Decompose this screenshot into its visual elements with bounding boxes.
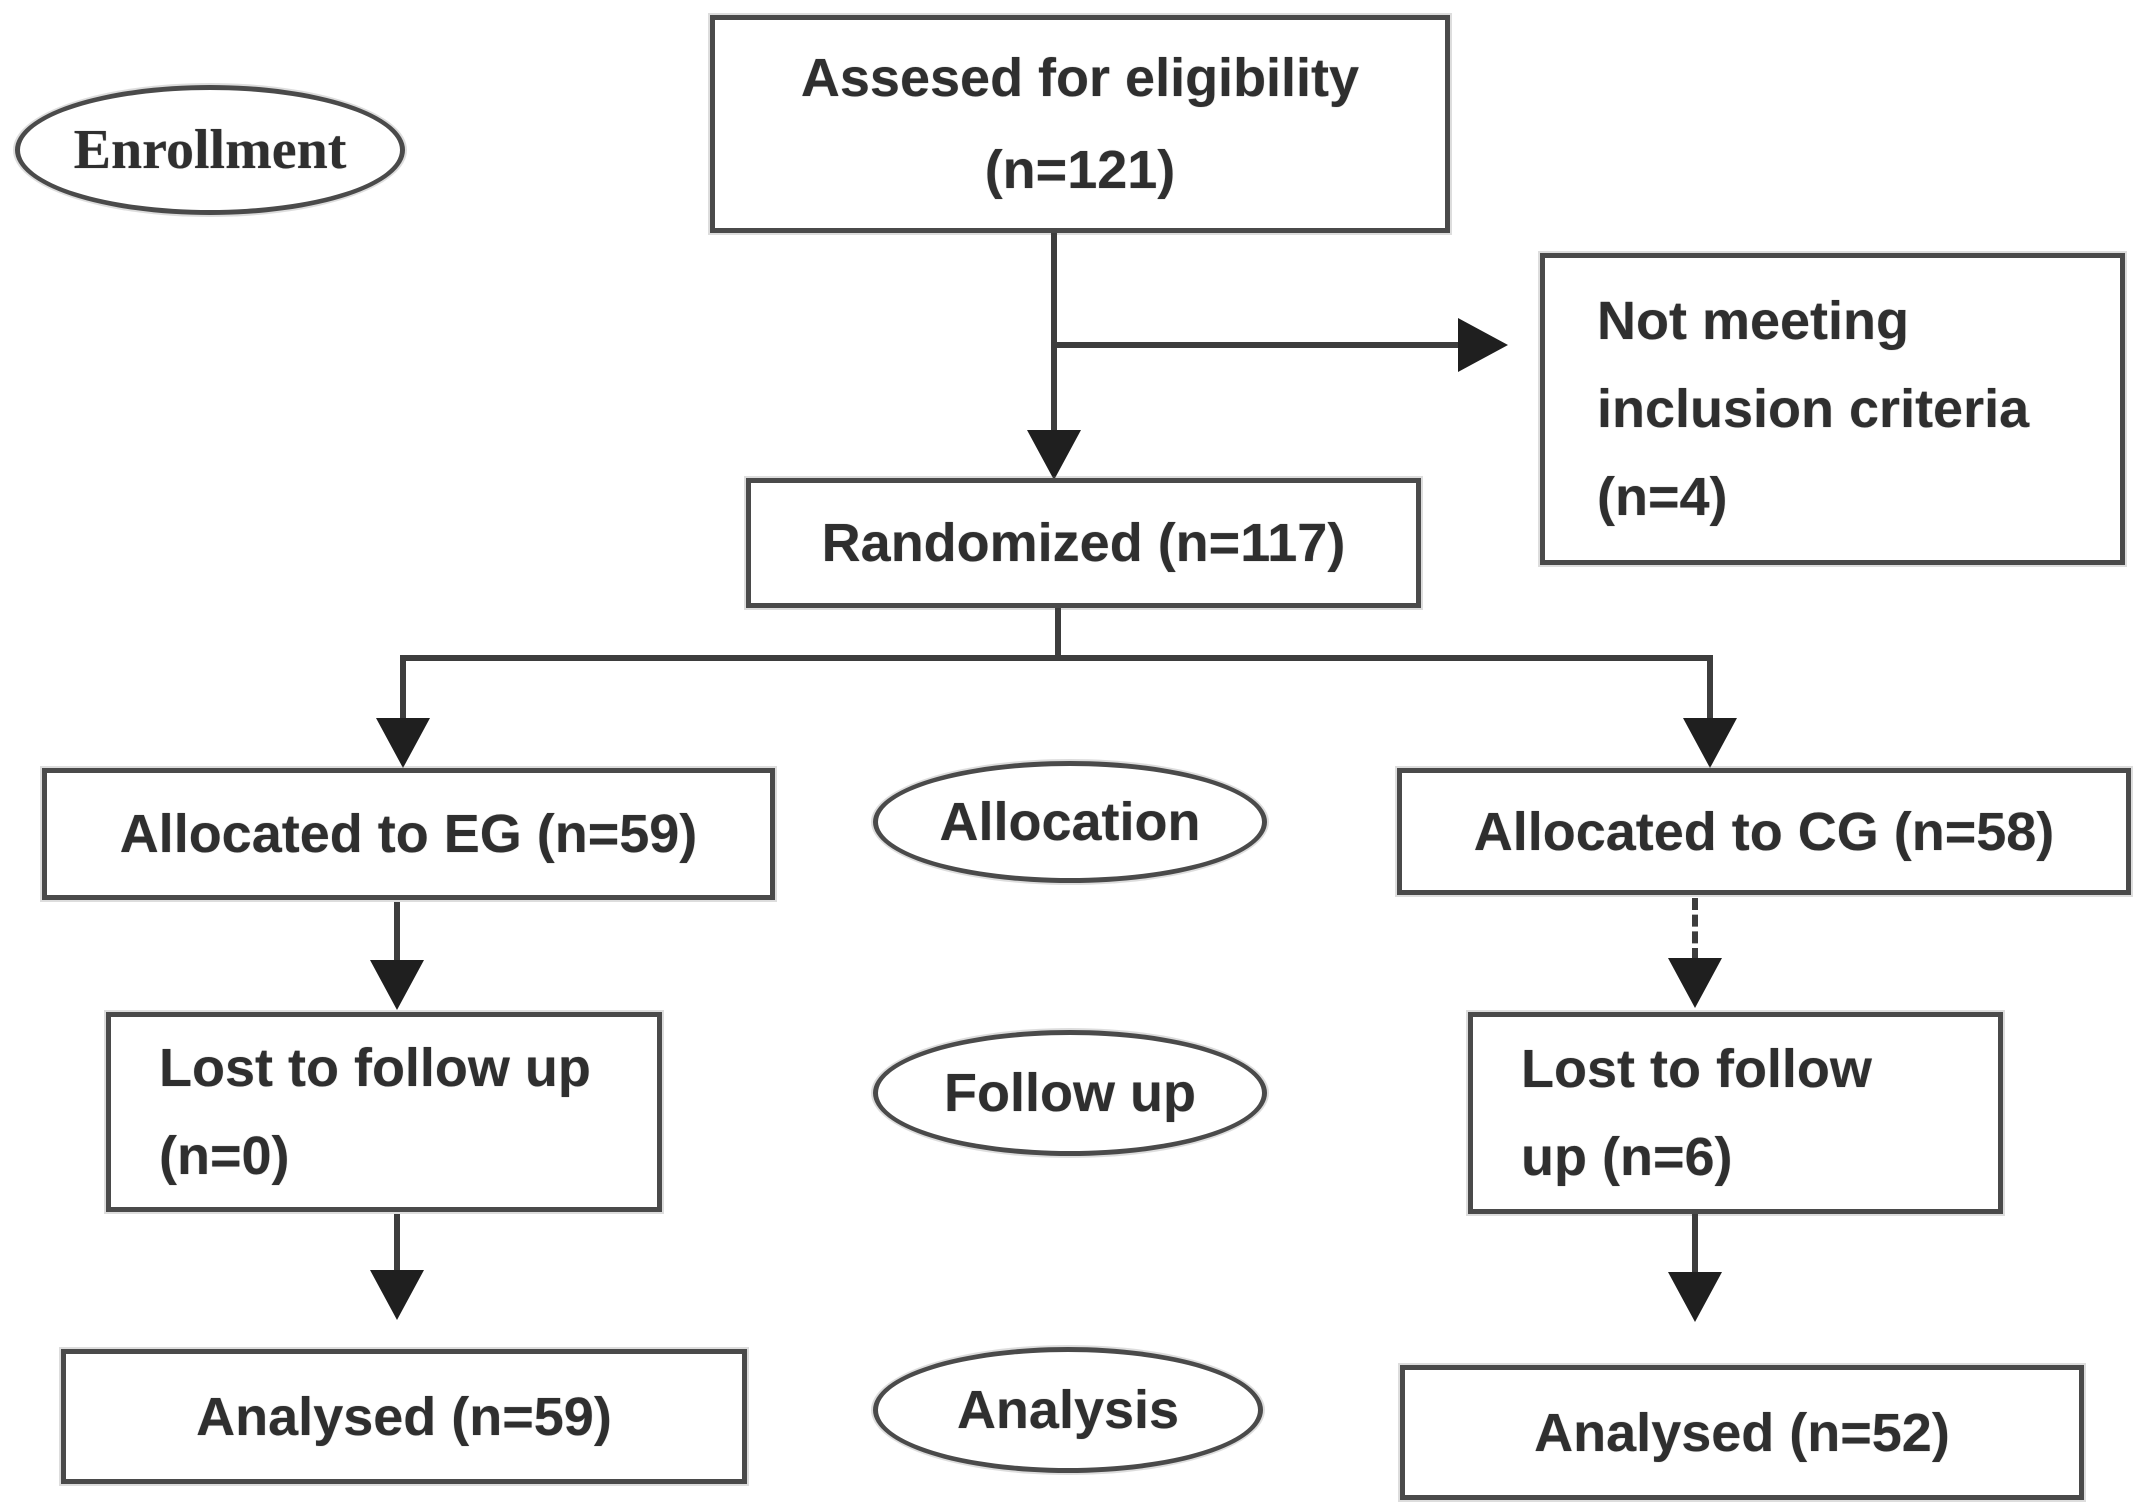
arrowhead-into-randomized <box>1027 430 1081 480</box>
allocated-eg-label: Allocated to EG (n=59) <box>119 804 698 864</box>
allocation-stage-label: Allocation <box>939 792 1201 852</box>
arrowhead-into-analysed-cg <box>1668 1272 1722 1322</box>
connector-eg-to-lost <box>394 902 400 962</box>
arrowhead-into-allocated-cg <box>1683 718 1737 768</box>
arrowhead-into-analysed-eg <box>370 1270 424 1320</box>
arrowhead-into-lost-cg <box>1668 958 1722 1008</box>
not-meeting-criteria-box: Not meeting inclusion criteria (n=4) <box>1540 253 2125 565</box>
allocated-eg-box: Allocated to EG (n=59) <box>42 768 775 900</box>
connector-split-right <box>1707 655 1713 720</box>
connector-lost-cg-to-analysed <box>1692 1214 1698 1274</box>
connector-assessed-to-randomized <box>1051 233 1057 433</box>
randomized-box: Randomized (n=117) <box>746 478 1421 608</box>
analysed-eg-label: Analysed (n=59) <box>196 1386 612 1447</box>
connector-split-horizontal <box>403 655 1713 661</box>
analysed-eg-box: Analysed (n=59) <box>61 1349 747 1484</box>
lost-followup-cg-box: Lost to follow up (n=6) <box>1468 1012 2003 1214</box>
arrowhead-into-allocated-eg <box>376 718 430 768</box>
connector-lost-eg-to-analysed <box>394 1214 400 1272</box>
analysis-stage-label: Analysis <box>956 1380 1180 1440</box>
excluded-count: (n=4) <box>1597 467 1728 527</box>
lost-followup-eg-box: Lost to follow up (n=0) <box>106 1012 662 1212</box>
excluded-line1: Not meeting <box>1597 291 1910 351</box>
lost-eg-line1: Lost to follow up <box>159 1038 591 1098</box>
connector-randomized-stem <box>1055 608 1061 660</box>
analysed-cg-box: Analysed (n=52) <box>1400 1365 2084 1500</box>
connector-cg-to-lost <box>1692 898 1698 960</box>
lost-eg-count: (n=0) <box>159 1126 290 1186</box>
arrowhead-into-lost-eg <box>370 960 424 1010</box>
followup-stage-ellipse: Follow up <box>873 1030 1267 1156</box>
followup-stage-label: Follow up <box>944 1063 1196 1123</box>
arrowhead-into-excluded <box>1458 318 1508 372</box>
connector-to-excluded <box>1054 342 1462 348</box>
allocated-cg-label: Allocated to CG (n=58) <box>1473 801 2055 862</box>
allocated-cg-box: Allocated to CG (n=58) <box>1397 768 2131 895</box>
analysis-stage-ellipse: Analysis <box>873 1347 1263 1473</box>
enrollment-stage-label: Enrollment <box>73 119 347 181</box>
lost-cg-line1: Lost to follow <box>1521 1039 1872 1099</box>
excluded-line2: inclusion criteria <box>1597 379 2030 439</box>
lost-cg-count: up (n=6) <box>1521 1127 1733 1187</box>
assessed-for-eligibility-box: Assesed for eligibility (n=121) <box>710 15 1450 233</box>
allocation-stage-ellipse: Allocation <box>873 761 1267 883</box>
assessed-count: (n=121) <box>984 140 1176 200</box>
connector-split-left <box>400 655 406 720</box>
analysed-cg-label: Analysed (n=52) <box>1534 1402 1950 1463</box>
enrollment-stage-ellipse: Enrollment <box>15 85 405 215</box>
assessed-line1: Assesed for eligibility <box>800 48 1360 108</box>
randomized-label: Randomized (n=117) <box>821 513 1346 573</box>
